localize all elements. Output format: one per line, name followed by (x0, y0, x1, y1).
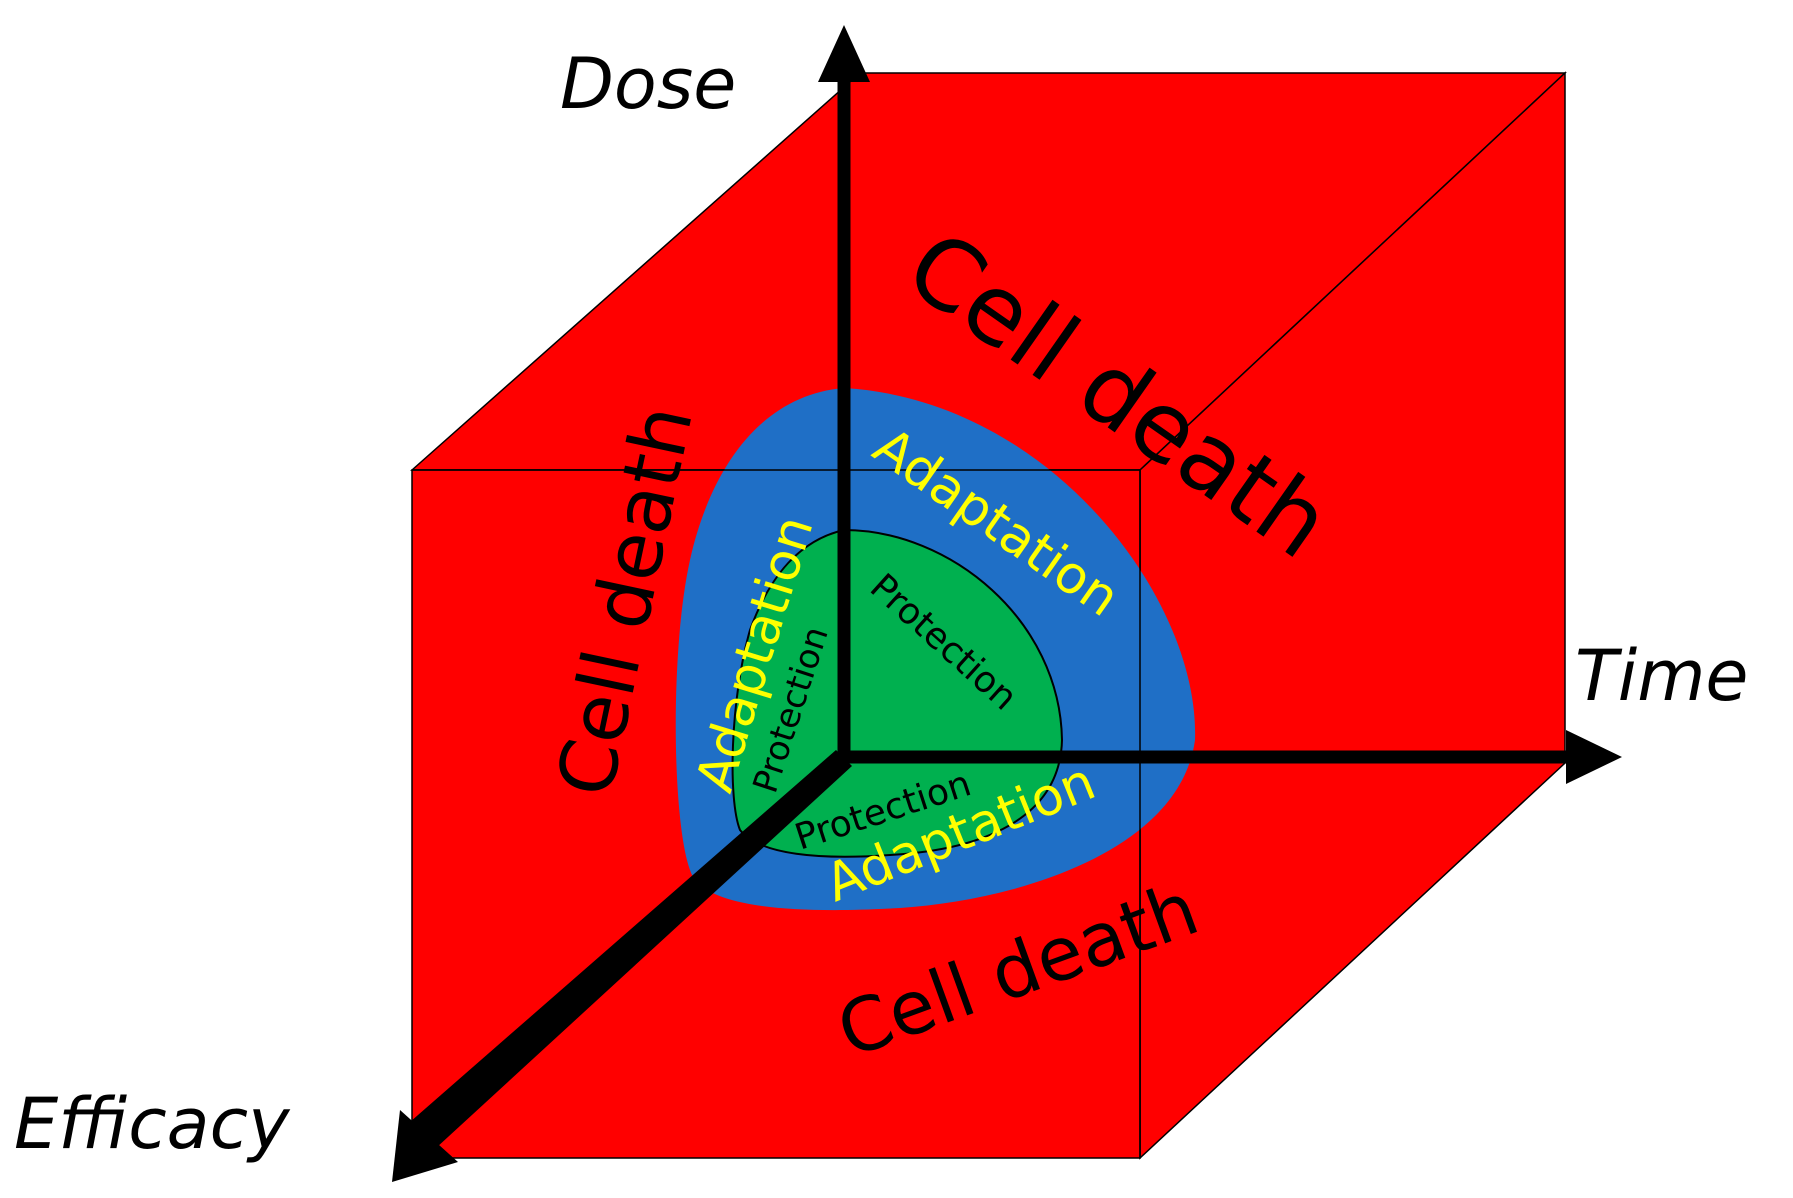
axes (392, 25, 1622, 1182)
efficacy-arrow-head (392, 1110, 458, 1182)
cube-front-edges (412, 469, 1141, 1158)
efficacy-axis-label: Efficacy (14, 1083, 291, 1165)
time-arrow-head (1566, 730, 1622, 784)
dose-arrow-head (818, 25, 870, 82)
dose-axis-label: Dose (560, 43, 736, 125)
time-axis-label: Time (1575, 635, 1748, 717)
efficacy-axis (410, 750, 852, 1148)
